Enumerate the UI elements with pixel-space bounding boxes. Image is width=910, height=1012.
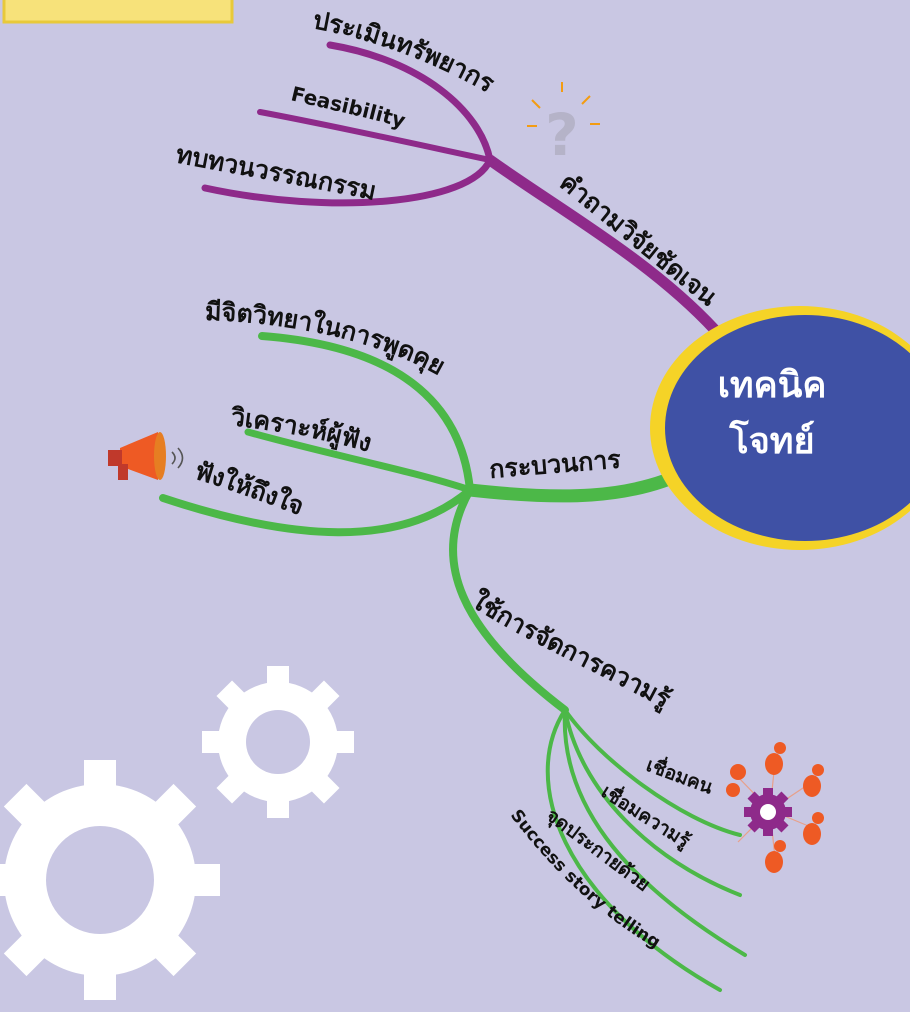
branch-process-label[interactable]: กระบวนการ [488,445,622,484]
center-node[interactable]: เทคนิค โจทย์ [650,306,910,550]
megaphone-icon [108,432,184,480]
rq-child-feasibility[interactable]: Feasibility [289,82,408,133]
gear-icon [202,666,354,818]
question-mark-icon: ? [527,82,600,169]
center-label-line2: โจทย์ [728,419,814,462]
branch-research-question-lines [201,41,721,336]
center-label-line1: เทคนิค [718,365,827,406]
people-network-icon [726,742,824,873]
svg-text:?: ? [545,101,579,169]
gear-icon [0,760,220,1000]
branch-research-question-label[interactable]: คำถามวิจัยชัดเจน [554,167,722,311]
pr-child-psychology[interactable]: มีจิตวิทยาในการพูดคุย [205,297,450,381]
rq-child-resources[interactable]: ประเมินทรัพยากร [311,5,500,98]
header-note-tab [2,0,234,24]
